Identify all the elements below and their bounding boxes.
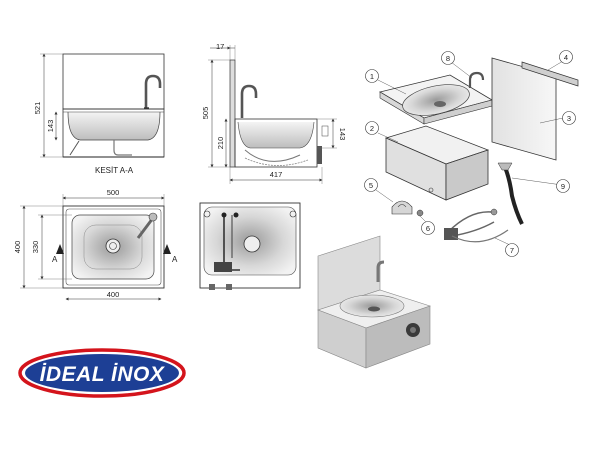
plan-faucet (136, 217, 155, 239)
callout-5: 5 (364, 178, 378, 192)
faucet-spout (144, 74, 162, 108)
callout-3: 3 (562, 111, 576, 125)
dim-backsplash-thickness: 17 (216, 42, 224, 51)
dim-total-height: 521 (33, 102, 42, 115)
dim-knee-panel-height: 210 (216, 137, 225, 150)
assembled-sink-render (317, 235, 431, 369)
svg-text:2: 2 (370, 124, 374, 133)
render-side-panel (365, 305, 431, 369)
front-section-view: 521 143 KESİT A-A (33, 53, 165, 175)
svg-text:3: 3 (567, 114, 571, 123)
bottom-view (199, 202, 301, 290)
svg-text:8: 8 (446, 54, 450, 63)
callout-2: 2 (365, 121, 379, 135)
side-faucet (240, 84, 258, 118)
callout-8: 8 (441, 51, 455, 65)
render-basin (339, 294, 405, 318)
dim-plan-inner-depth: 330 (31, 241, 40, 254)
dim-plan-depth: 400 (13, 241, 22, 254)
dim-top-width: 500 (107, 188, 120, 197)
section-marker-left: A (52, 255, 58, 264)
backsplash-outline (62, 53, 165, 110)
plan-drain (105, 238, 121, 254)
section-title: KESİT A-A (95, 166, 134, 175)
brand-name: İDEAL İNOX (40, 363, 166, 386)
dim-side-height: 505 (201, 107, 210, 120)
part-8-faucet (468, 71, 485, 88)
section-marker-left-arrow (56, 244, 64, 254)
knee-valve (317, 146, 322, 164)
part-6-fitting (416, 209, 424, 217)
dim-plan-inner-width: 400 (107, 290, 120, 299)
svg-text:7: 7 (510, 246, 514, 255)
dim-side-depth: 417 (270, 170, 283, 179)
side-body-outline (234, 118, 318, 168)
exploded-view: 1 2 3 4 5 6 7 8 9 (364, 50, 579, 257)
plan-view: 500 400 330 A A 400 (13, 188, 178, 301)
svg-text:4: 4 (564, 53, 568, 62)
side-view: 17 505 210 143 417 (201, 42, 347, 184)
svg-text:9: 9 (561, 182, 565, 191)
svg-text:5: 5 (369, 181, 373, 190)
section-bowl (67, 111, 161, 141)
part-5-knee-pad (391, 200, 413, 215)
plan-outline (62, 205, 165, 289)
dim-bowl-depth: 143 (46, 120, 55, 133)
callout-6: 6 (421, 221, 435, 235)
section-marker-right-arrow (163, 244, 171, 254)
part-4-bracket (521, 61, 579, 87)
drain-pipe (113, 140, 132, 156)
svg-text:6: 6 (426, 224, 430, 233)
bottom-outline (199, 202, 301, 289)
svg-text:1: 1 (370, 72, 374, 81)
callout-7: 7 (505, 243, 519, 257)
callout-4: 4 (559, 50, 573, 64)
part-9-hose (503, 166, 524, 225)
side-backsplash (229, 59, 236, 168)
ideal-inox-logo: İDEAL İNOX (18, 348, 186, 398)
section-marker-right: A (172, 255, 178, 264)
callout-1: 1 (365, 69, 379, 83)
dim-side-bowl-depth: 143 (338, 128, 347, 141)
logo-background (25, 354, 179, 392)
bottom-valve (214, 262, 232, 272)
render-faucet (376, 260, 385, 282)
callout-9: 9 (556, 179, 570, 193)
